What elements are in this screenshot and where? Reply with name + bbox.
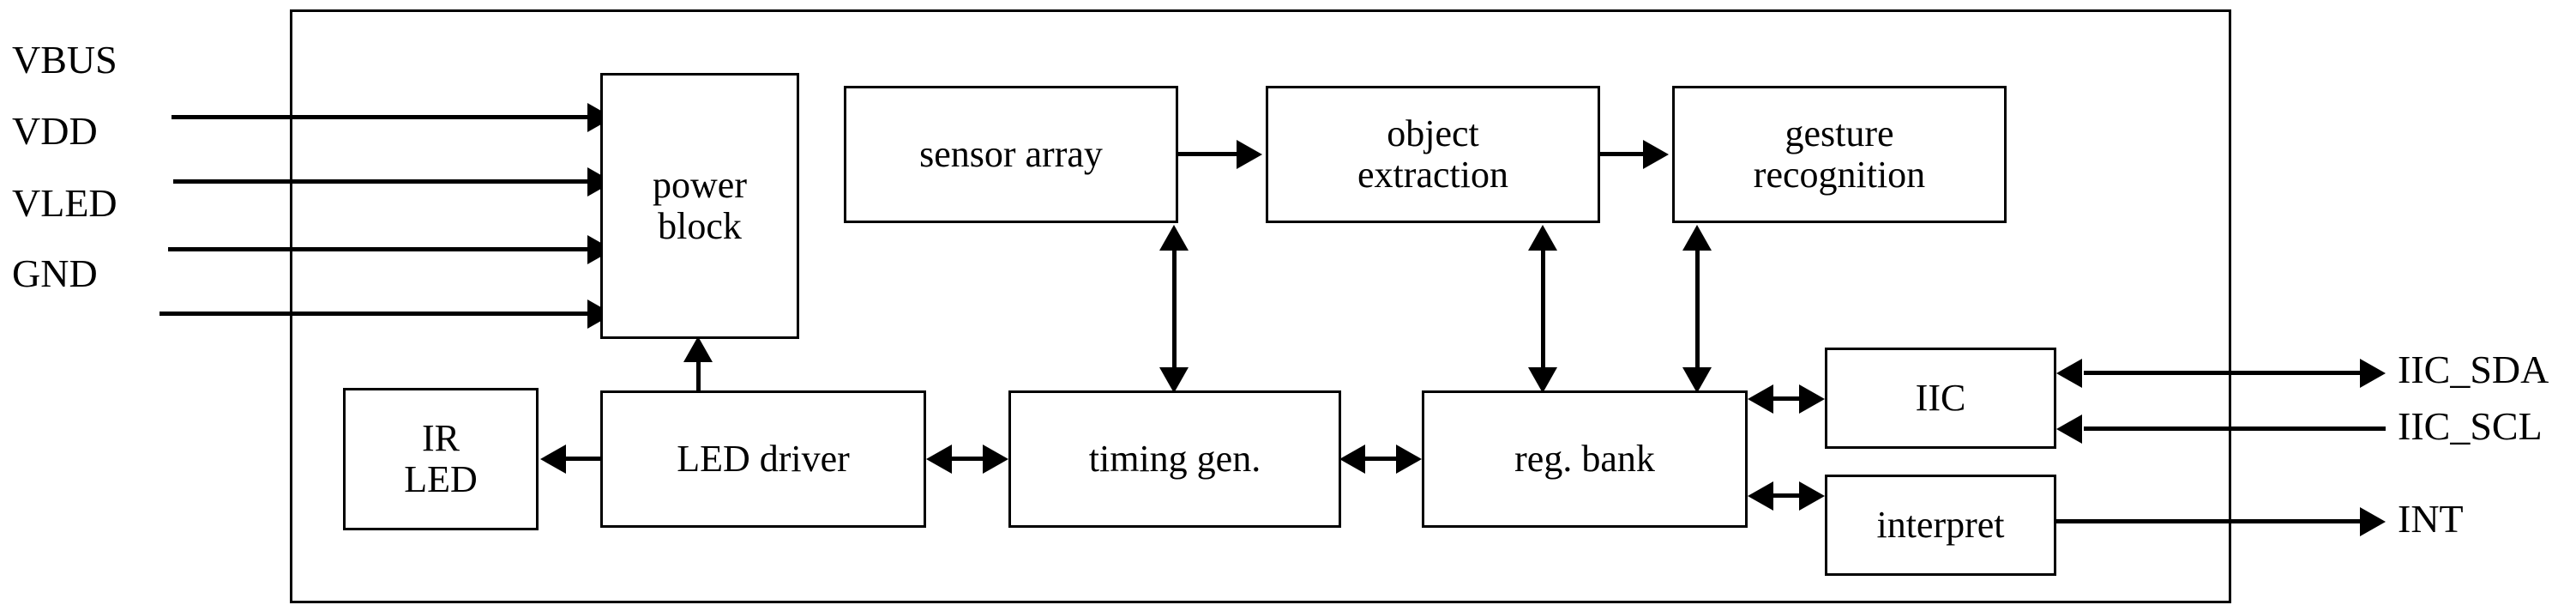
wire-led-driver-to-timing-gen xyxy=(950,457,984,461)
block-reg-bank-label: reg. bank xyxy=(1514,437,1655,480)
block-timing-gen-label: timing gen. xyxy=(1088,437,1261,480)
block-sensor-array-label: sensor array xyxy=(919,132,1103,175)
block-timing-gen[interactable]: timing gen. xyxy=(1008,390,1341,528)
block-led-driver-label: LED driver xyxy=(677,437,850,480)
arrow-up-gesture-recognition xyxy=(1682,225,1712,251)
pin-label-vbus: VBUS xyxy=(12,38,117,82)
arrow-left-reg-bank-iic xyxy=(1748,384,1773,414)
wire-led-driver-to-power-block xyxy=(696,350,701,393)
arrow-right-timing-gen xyxy=(983,445,1008,474)
arrow-right-reg-bank xyxy=(1396,445,1422,474)
block-interpret-label: interpret xyxy=(1876,503,2005,546)
block-gesture-recognition[interactable]: gesture recognition xyxy=(1672,86,2007,223)
wire-sensor-array-to-object-extraction xyxy=(1178,152,1238,156)
arrow-right-interpret xyxy=(1799,481,1825,511)
block-gesture-recognition-label: gesture recognition xyxy=(1753,112,1926,196)
arrow-down-reg-bank-right xyxy=(1682,367,1712,393)
wire-int xyxy=(2056,519,2367,523)
block-ir-led-label: IR LED xyxy=(404,416,478,500)
wire-reg-bank-to-iic xyxy=(1772,396,1804,401)
block-power-block-label: power block xyxy=(653,163,747,247)
arrow-int-out xyxy=(2360,507,2386,536)
wire-gesture-recognition-to-reg-bank xyxy=(1695,245,1700,372)
wire-reg-bank-to-interpret xyxy=(1772,493,1804,498)
block-iic[interactable]: IIC xyxy=(1825,348,2056,449)
block-led-driver[interactable]: LED driver xyxy=(600,390,926,528)
arrow-left-timing-gen xyxy=(1339,445,1365,474)
block-ir-led[interactable]: IR LED xyxy=(343,388,539,530)
arrow-sensor-array-to-object-extraction xyxy=(1237,140,1262,169)
block-iic-label: IIC xyxy=(1915,376,1966,419)
wire-iic-sda xyxy=(2084,371,2367,375)
wire-led-driver-to-ir-led xyxy=(566,457,604,461)
chip-boundary xyxy=(290,9,2231,603)
wire-iic-scl xyxy=(2084,426,2386,431)
arrow-down-timing-gen xyxy=(1159,367,1189,393)
wire-vdd xyxy=(173,179,590,184)
wire-vbus xyxy=(172,115,590,119)
arrow-led-driver-to-power-block xyxy=(683,336,713,362)
pin-label-int: INT xyxy=(2398,497,2464,541)
arrow-right-iic xyxy=(1799,384,1825,414)
arrow-up-sensor-array xyxy=(1159,225,1189,251)
pin-label-vdd: VDD xyxy=(12,109,98,153)
arrow-object-extraction-to-gesture-recognition xyxy=(1643,140,1669,169)
arrow-left-reg-bank-interpret xyxy=(1748,481,1773,511)
block-power-block[interactable]: power block xyxy=(600,73,799,339)
block-interpret[interactable]: interpret xyxy=(1825,475,2056,576)
block-object-extraction[interactable]: object extraction xyxy=(1266,86,1600,223)
arrow-iic-sda-into-iic xyxy=(2056,359,2082,388)
wire-vled xyxy=(168,247,590,251)
pin-label-iic-sda: IIC_SDA xyxy=(2398,348,2549,391)
wire-object-extraction-to-reg-bank xyxy=(1541,245,1545,372)
pin-label-iic-scl: IIC_SCL xyxy=(2398,404,2543,448)
wire-object-extraction-to-gesture-recognition xyxy=(1600,152,1645,156)
arrow-iic-sda-out xyxy=(2360,359,2386,388)
arrow-down-reg-bank-left xyxy=(1528,367,1557,393)
arrow-up-object-extraction xyxy=(1528,225,1557,251)
wire-gnd xyxy=(159,312,590,316)
wire-timing-gen-to-reg-bank xyxy=(1365,457,1399,461)
wire-sensor-array-to-timing-gen xyxy=(1172,245,1177,372)
block-reg-bank[interactable]: reg. bank xyxy=(1422,390,1748,528)
arrow-left-led-driver xyxy=(926,445,952,474)
pin-label-vled: VLED xyxy=(12,181,117,225)
arrow-iic-scl-into-iic xyxy=(2056,414,2082,444)
pin-label-gnd: GND xyxy=(12,251,98,295)
arrow-led-driver-to-ir-led xyxy=(540,445,566,474)
block-object-extraction-label: object extraction xyxy=(1357,112,1508,196)
block-sensor-array[interactable]: sensor array xyxy=(844,86,1178,223)
